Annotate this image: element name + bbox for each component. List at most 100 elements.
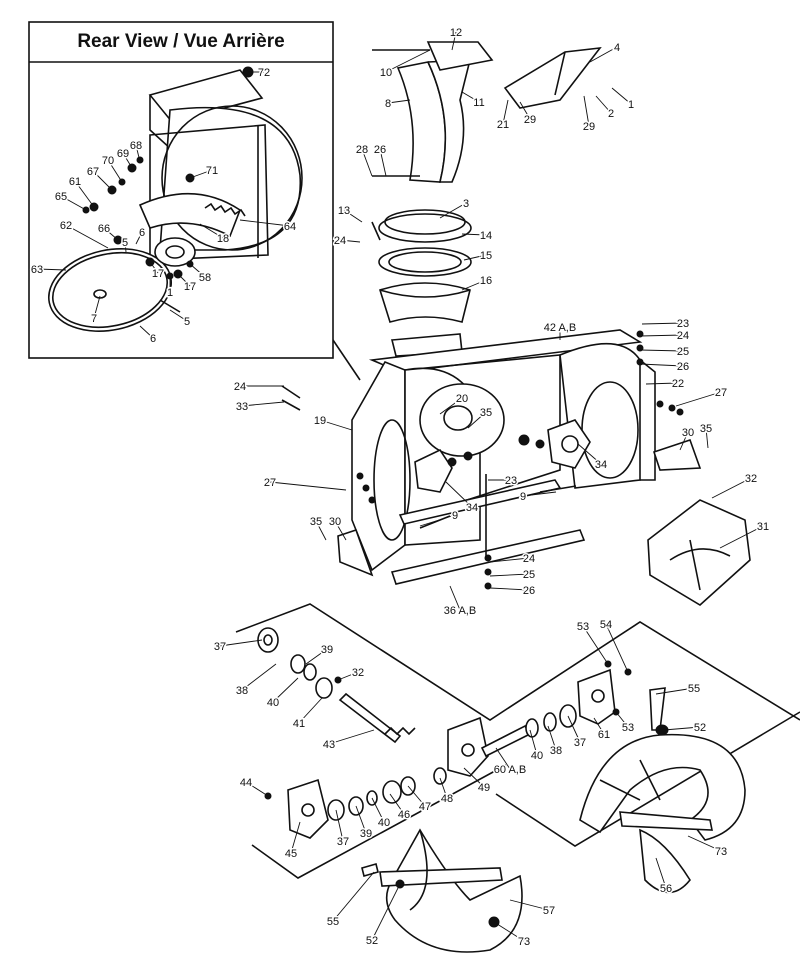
leader-line — [509, 899, 550, 911]
callout-label: 56 — [660, 883, 672, 895]
callout-label: 55 — [688, 683, 700, 695]
rear-view-inset — [28, 21, 361, 381]
leader-line — [199, 223, 224, 239]
leader-line — [439, 777, 448, 799]
leader-line — [605, 623, 629, 673]
callout-label: 28 — [356, 144, 368, 156]
callout-label: 15 — [480, 250, 492, 262]
callout-label: 45 — [285, 848, 297, 860]
callout-label: 5 — [184, 316, 190, 328]
leader-line — [705, 427, 709, 449]
callout-label: 42 A,B — [544, 322, 576, 334]
leader-line — [315, 520, 327, 541]
leader-line — [663, 726, 701, 731]
leader-line — [239, 219, 291, 227]
callout-label: 26 — [523, 585, 535, 597]
callout-label: 57 — [543, 905, 555, 917]
leader-line — [135, 231, 143, 245]
leader-line — [92, 170, 113, 191]
callout-label: 1 — [628, 99, 634, 111]
callout-label: 1 — [167, 287, 173, 299]
callout-label: 58 — [199, 272, 211, 284]
callout-label: 32 — [352, 667, 364, 679]
leader-line — [107, 159, 123, 183]
callout-label: 37 — [337, 836, 349, 848]
callout-label: 3 — [463, 198, 469, 210]
leader-line — [439, 397, 463, 415]
leader-line — [339, 239, 361, 243]
leader-line — [639, 363, 684, 367]
leader-line — [332, 871, 375, 922]
callout-label: 33 — [236, 401, 248, 413]
leader-line — [645, 382, 679, 385]
callout-label: 12 — [450, 27, 462, 39]
callout-label: 17 — [184, 281, 196, 293]
leader-line — [328, 729, 375, 745]
callout-label: 27 — [715, 387, 727, 399]
callout-label: 4 — [614, 42, 620, 54]
auger-housing — [281, 329, 751, 606]
callout-label: 17 — [152, 268, 164, 280]
callout-label: 9 — [452, 510, 458, 522]
callout-label: 9 — [520, 491, 526, 503]
callout-label: 48 — [441, 793, 453, 805]
callout-label: 64 — [284, 221, 296, 233]
callout-label: 53 — [622, 722, 634, 734]
callout-label: 37 — [574, 737, 586, 749]
leader-line — [593, 717, 605, 735]
callout-label: 73 — [518, 936, 530, 948]
leader-line — [169, 309, 188, 322]
callout-label: 2 — [608, 108, 614, 120]
leader-line — [687, 835, 722, 852]
callout-label: 14 — [480, 230, 492, 242]
callout-label: 24 — [523, 553, 535, 565]
leader-line — [639, 349, 684, 352]
callout-label: 62 — [60, 220, 72, 232]
leader-line — [639, 334, 684, 337]
callout-label: 24 — [334, 235, 346, 247]
callout-label: 34 — [466, 502, 478, 514]
callout-label: 39 — [321, 644, 333, 656]
leader-line — [343, 209, 363, 223]
leader-line — [36, 268, 67, 271]
leader-line — [337, 671, 359, 681]
leader-line — [641, 322, 684, 325]
callout-label: 24 — [677, 330, 689, 342]
callout-label: 30 — [329, 516, 341, 528]
leader-line — [655, 857, 667, 889]
callout-label: 22 — [672, 378, 684, 390]
leader-line — [461, 279, 487, 291]
leader-line — [463, 254, 487, 261]
leader-line — [419, 514, 456, 527]
leader-line — [679, 431, 689, 451]
callout-label: 40 — [531, 750, 543, 762]
auger-left — [361, 828, 523, 953]
callout-label: 47 — [419, 801, 431, 813]
leader-line — [387, 99, 411, 104]
leader-line — [522, 491, 557, 497]
callout-label: 13 — [338, 205, 350, 217]
callout-label: 31 — [757, 521, 769, 533]
leader-line — [451, 31, 457, 51]
leader-line — [334, 520, 347, 541]
leader-line — [567, 715, 581, 743]
callout-label: 61 — [598, 729, 610, 741]
leader-line — [219, 639, 263, 647]
callout-label: 41 — [293, 718, 305, 730]
callout-label: 36 A,B — [444, 605, 476, 617]
callout-label: 5 — [122, 237, 128, 249]
callout-label: 53 — [577, 621, 589, 633]
leader-line — [547, 725, 557, 751]
leader-line — [93, 295, 101, 319]
callout-label: 37 — [214, 641, 226, 653]
leader-line — [463, 767, 485, 788]
leader-line — [371, 797, 385, 823]
callout-label: 49 — [478, 782, 490, 794]
callout-label: 21 — [497, 119, 509, 131]
leader-line — [467, 411, 487, 429]
leader-line — [389, 793, 405, 815]
auger-shaft-assembly — [257, 627, 669, 839]
callout-label: 70 — [102, 155, 114, 167]
